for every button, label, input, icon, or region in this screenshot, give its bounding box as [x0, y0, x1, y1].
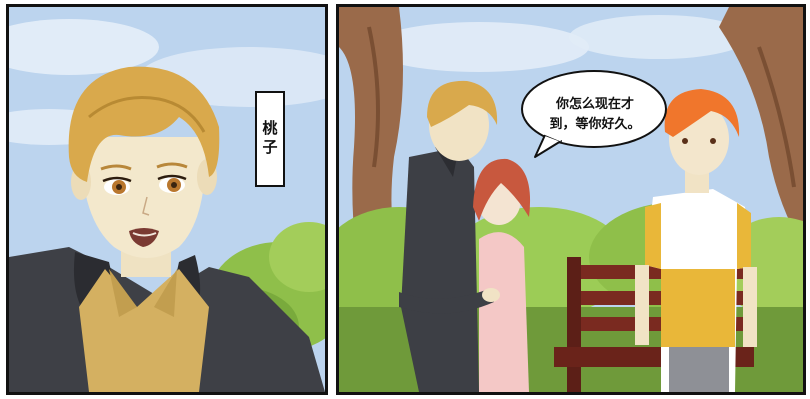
- speech-bubble-text: 你怎么现在才 到，等你好久。: [535, 95, 655, 135]
- speech-line-2: 到，等你好久。: [549, 117, 641, 132]
- panel-right-artwork: [339, 7, 803, 392]
- comic-panel-left: 桃子: [6, 4, 328, 395]
- comic-panel-right: 你怎么现在才 到，等你好久。: [336, 4, 806, 395]
- panel-left-artwork: [9, 7, 325, 392]
- name-caption-text: 桃子: [260, 120, 279, 158]
- speech-line-1: 你怎么现在才: [555, 97, 634, 112]
- name-caption-box: 桃子: [255, 91, 285, 187]
